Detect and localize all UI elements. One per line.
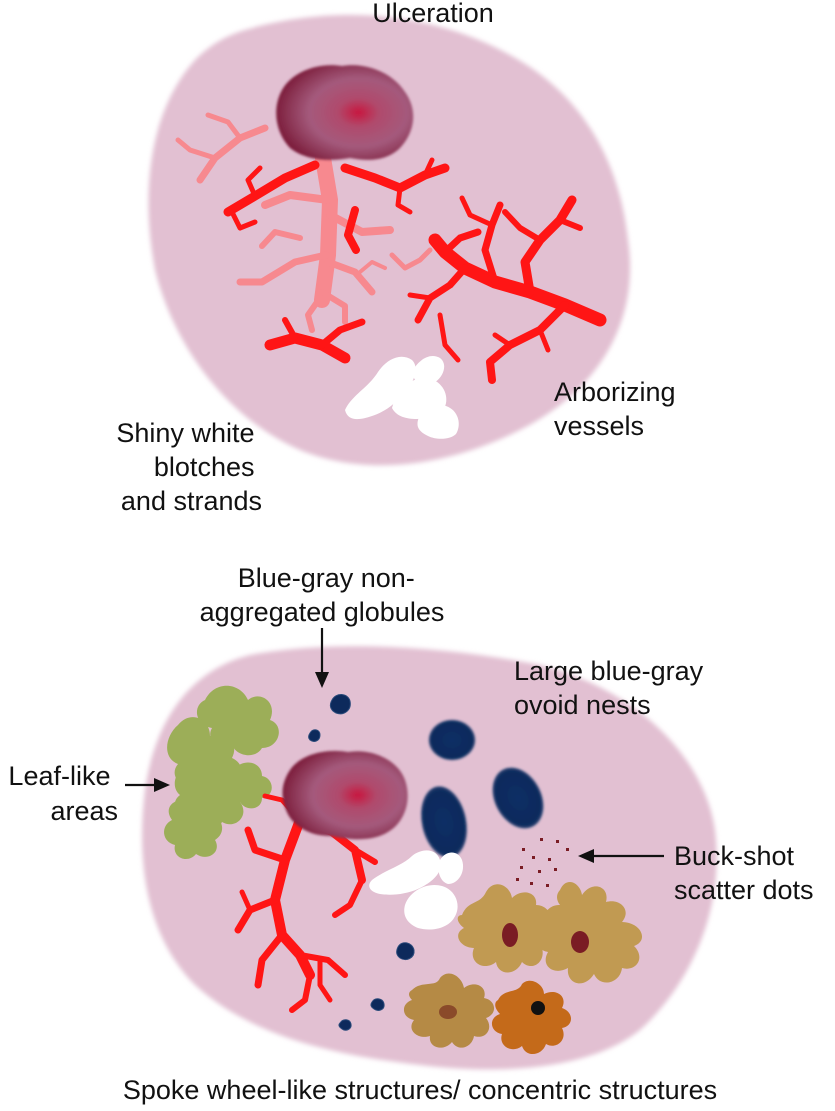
ovoid-nest xyxy=(492,767,544,829)
label-leaf-like: Leaf-like areas xyxy=(8,761,118,826)
buck-shot-dot xyxy=(566,848,569,851)
top-lesion-body xyxy=(148,15,631,466)
buck-shot-dot xyxy=(556,840,559,843)
label-spoke-wheel: Spoke wheel-like structures/ concentric … xyxy=(123,1075,717,1105)
bottom-ulceration xyxy=(282,750,408,840)
buck-shot-dot xyxy=(516,878,519,881)
buck-shot-dot xyxy=(532,856,535,859)
bottom-red-vessels xyxy=(234,793,378,1013)
spoke-wheel-structure xyxy=(536,881,643,984)
large-blue-gray-ovoid-nests xyxy=(421,720,544,858)
label-ovoid-nests: Large blue-gray ovoid nests xyxy=(514,656,711,720)
top-ulceration xyxy=(276,65,414,160)
spoke-wheel-structure xyxy=(491,980,571,1055)
buck-shot-dot xyxy=(548,858,551,861)
top-pink-vessels xyxy=(175,112,433,333)
top-lesion-figure: Ulceration Shiny white blotches and stra… xyxy=(116,0,683,516)
arrow-buck-shot-head xyxy=(578,849,594,863)
buck-shot-dot xyxy=(546,884,549,887)
spoke-wheel-center xyxy=(571,931,589,953)
bottom-white-blotches xyxy=(369,850,464,930)
label-blue-gray-globules: Blue-gray non- aggregated globules xyxy=(200,563,445,627)
label-ulceration: Ulceration xyxy=(372,0,494,28)
top-white-blotches xyxy=(345,355,459,439)
buck-shot-dot xyxy=(554,868,557,871)
buck-shot-dot xyxy=(520,866,523,869)
bottom-lesion-figure: Blue-gray non- aggregated globules Large… xyxy=(8,563,813,1105)
buck-shot-dot xyxy=(538,870,541,873)
spoke-wheel-center xyxy=(439,1005,457,1019)
spoke-wheel-center xyxy=(531,1001,545,1015)
buck-shot-scatter-dots xyxy=(516,838,569,887)
buck-shot-dot xyxy=(530,882,533,885)
arrow-globules-head xyxy=(315,672,329,688)
buck-shot-dot xyxy=(522,848,525,851)
arrow-leaf-like-head xyxy=(154,778,170,792)
label-shiny-white: Shiny white blotches and strands xyxy=(116,418,262,516)
top-red-vessels xyxy=(223,157,607,384)
spoke-wheel-structures xyxy=(403,881,643,1055)
label-buck-shot: Buck-shot scatter dots xyxy=(674,841,814,905)
spoke-wheel-center xyxy=(502,923,518,947)
label-arborizing-vessels: Arborizing vessels xyxy=(554,377,683,441)
ovoid-nest xyxy=(429,720,475,760)
leaf-like-areas xyxy=(164,685,279,860)
blue-gray-globules xyxy=(308,694,415,1031)
buck-shot-dot xyxy=(540,838,543,841)
annotation-arrows xyxy=(125,628,664,863)
ovoid-nest xyxy=(421,786,467,858)
